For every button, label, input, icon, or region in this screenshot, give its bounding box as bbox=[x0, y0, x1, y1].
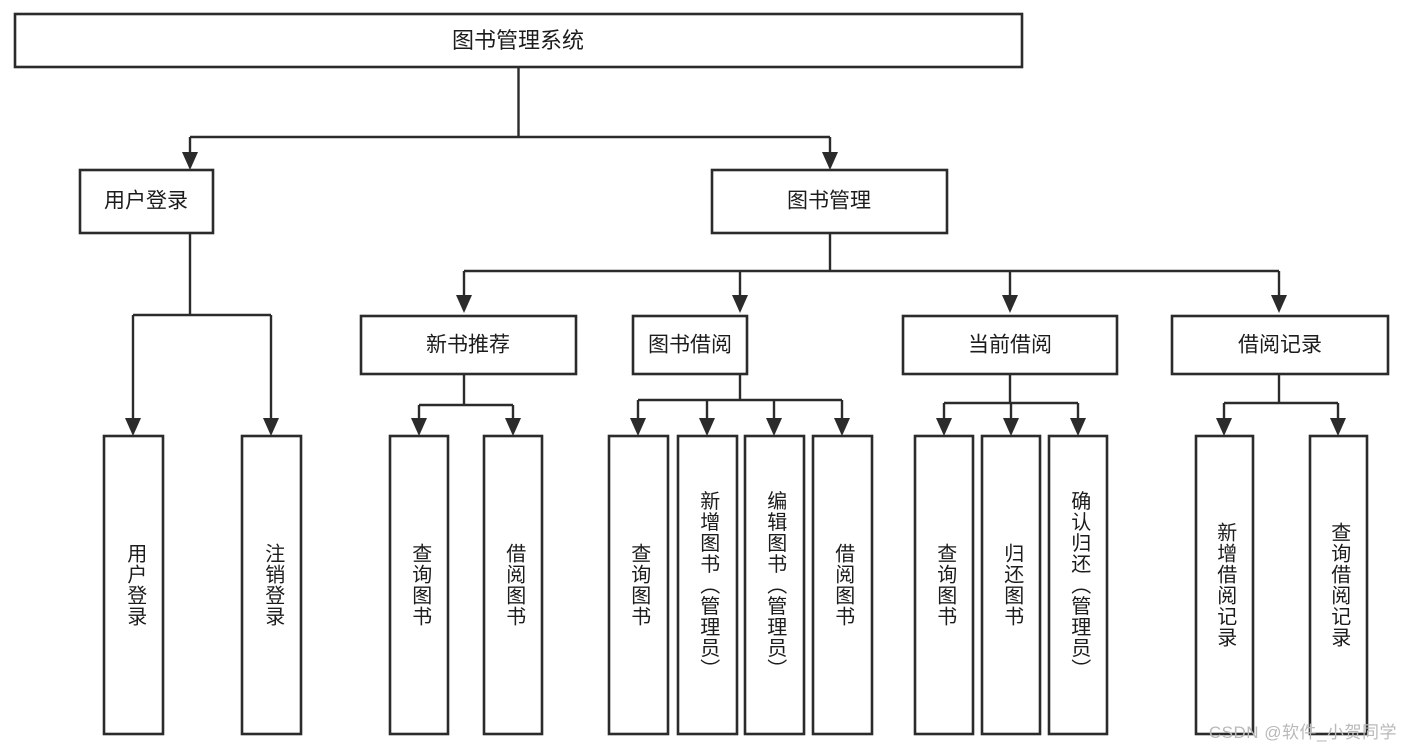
root-label: 图书管理系统 bbox=[452, 28, 584, 53]
arrow-user-login bbox=[182, 152, 198, 170]
leaf-query-book-2-label: 查询图书 bbox=[628, 543, 651, 627]
leaf-add-book-label: 新增图书（管理员） bbox=[697, 490, 720, 679]
node-leaf-query-book-1[interactable]: 查询图书 bbox=[388, 434, 450, 736]
arrow-leaf-borrow-book-2 bbox=[834, 418, 850, 436]
arrow-current-borrow bbox=[1002, 295, 1018, 313]
node-leaf-return-book[interactable]: 归还图书 bbox=[980, 434, 1042, 736]
leaf-query-book-1-label: 查询图书 bbox=[409, 543, 432, 627]
arrow-new-book-rec bbox=[456, 295, 472, 313]
current-borrow-label: 当前借阅 bbox=[968, 334, 1052, 357]
arrow-leaf-borrow-book-1 bbox=[505, 418, 521, 436]
node-current-borrow[interactable]: 当前借阅 bbox=[901, 314, 1119, 376]
arrow-borrow-record bbox=[1271, 295, 1287, 313]
arrow-leaf-query-book-1 bbox=[411, 418, 427, 436]
user-login-label: 用户登录 bbox=[104, 190, 188, 213]
arrow-book-borrow bbox=[732, 295, 748, 313]
node-leaf-query-book-2[interactable]: 查询图书 bbox=[607, 434, 670, 736]
borrow-record-box[interactable] bbox=[1170, 314, 1390, 376]
node-leaf-borrow-book-2[interactable]: 借阅图书 bbox=[811, 434, 874, 736]
arrow-leaf-confirm-return bbox=[1070, 418, 1086, 436]
new-book-rec-box[interactable] bbox=[359, 314, 578, 376]
leaf-return-book-box[interactable] bbox=[980, 434, 1042, 736]
node-leaf-user-login[interactable]: 用户登录 bbox=[102, 434, 165, 736]
node-leaf-borrow-book-1[interactable]: 借阅图书 bbox=[482, 434, 544, 736]
leaf-add-record-box[interactable] bbox=[1194, 434, 1255, 736]
book-borrow-box[interactable] bbox=[631, 314, 749, 376]
node-leaf-confirm-return[interactable]: 确认归还（管理员） bbox=[1047, 434, 1109, 736]
current-borrow-box[interactable] bbox=[901, 314, 1119, 376]
arrow-leaf-query-book-2 bbox=[630, 418, 646, 436]
borrow-record-label: 借阅记录 bbox=[1238, 334, 1322, 357]
leaf-add-book-box[interactable] bbox=[676, 434, 739, 736]
arrow-leaf-edit-book bbox=[766, 418, 782, 436]
leaf-query-book-3-label: 查询图书 bbox=[934, 543, 957, 627]
arrow-leaf-query-record bbox=[1330, 418, 1346, 436]
new-book-rec-label: 新书推荐 bbox=[426, 334, 510, 357]
arrow-leaf-logout bbox=[263, 418, 279, 436]
book-manage-box[interactable] bbox=[710, 168, 949, 235]
leaf-return-book-label: 归还图书 bbox=[1001, 543, 1024, 627]
leaf-borrow-book-2-box[interactable] bbox=[811, 434, 874, 736]
leaf-user-login-box[interactable] bbox=[102, 434, 165, 736]
node-book-borrow[interactable]: 图书借阅 bbox=[631, 314, 749, 376]
leaf-query-book-2-box[interactable] bbox=[607, 434, 670, 736]
node-leaf-logout[interactable]: 注销登录 bbox=[240, 434, 303, 736]
leaf-user-login-label: 用户登录 bbox=[124, 543, 147, 627]
user-login-box[interactable] bbox=[78, 168, 215, 235]
leaf-borrow-book-1-label: 借阅图书 bbox=[503, 543, 526, 627]
node-leaf-edit-book[interactable]: 编辑图书（管理员） bbox=[743, 434, 806, 736]
arrow-book-manage bbox=[822, 152, 838, 170]
leaf-query-book-3-box[interactable] bbox=[913, 434, 975, 736]
leaf-confirm-return-label: 确认归还（管理员） bbox=[1068, 490, 1091, 679]
leaf-borrow-book-2-label: 借阅图书 bbox=[832, 543, 855, 627]
arrow-leaf-add-record bbox=[1216, 418, 1232, 436]
leaf-logout-label: 注销登录 bbox=[262, 543, 285, 627]
arrow-leaf-return-book bbox=[1003, 418, 1019, 436]
node-book-manage[interactable]: 图书管理 bbox=[710, 168, 949, 235]
book-borrow-label: 图书借阅 bbox=[648, 334, 732, 357]
node-leaf-query-record[interactable]: 查询借阅记录 bbox=[1308, 434, 1369, 736]
arrow-leaf-query-book-3 bbox=[936, 418, 952, 436]
leaf-edit-book-box[interactable] bbox=[743, 434, 806, 736]
leaf-borrow-book-1-box[interactable] bbox=[482, 434, 544, 736]
node-leaf-add-book[interactable]: 新增图书（管理员） bbox=[676, 434, 739, 736]
leaf-confirm-return-box[interactable] bbox=[1047, 434, 1109, 736]
node-leaf-query-book-3[interactable]: 查询图书 bbox=[913, 434, 975, 736]
leaf-query-book-1-box[interactable] bbox=[388, 434, 450, 736]
root-box[interactable] bbox=[13, 12, 1024, 69]
node-user-login[interactable]: 用户登录 bbox=[78, 168, 215, 235]
edges-layer bbox=[125, 67, 1346, 436]
node-new-book-rec[interactable]: 新书推荐 bbox=[359, 314, 578, 376]
leaf-add-record-label: 新增借阅记录 bbox=[1214, 522, 1237, 648]
node-leaf-add-record[interactable]: 新增借阅记录 bbox=[1194, 434, 1255, 736]
arrow-leaf-user-login bbox=[125, 418, 141, 436]
node-borrow-record[interactable]: 借阅记录 bbox=[1170, 314, 1390, 376]
leaf-edit-book-label: 编辑图书（管理员） bbox=[764, 490, 787, 679]
leaf-query-record-label: 查询借阅记录 bbox=[1328, 522, 1351, 648]
arrow-leaf-add-book bbox=[699, 418, 715, 436]
leaf-query-record-box[interactable] bbox=[1308, 434, 1369, 736]
node-root[interactable]: 图书管理系统 bbox=[13, 12, 1024, 69]
leaf-logout-box[interactable] bbox=[240, 434, 303, 736]
book-manage-label: 图书管理 bbox=[787, 190, 871, 213]
